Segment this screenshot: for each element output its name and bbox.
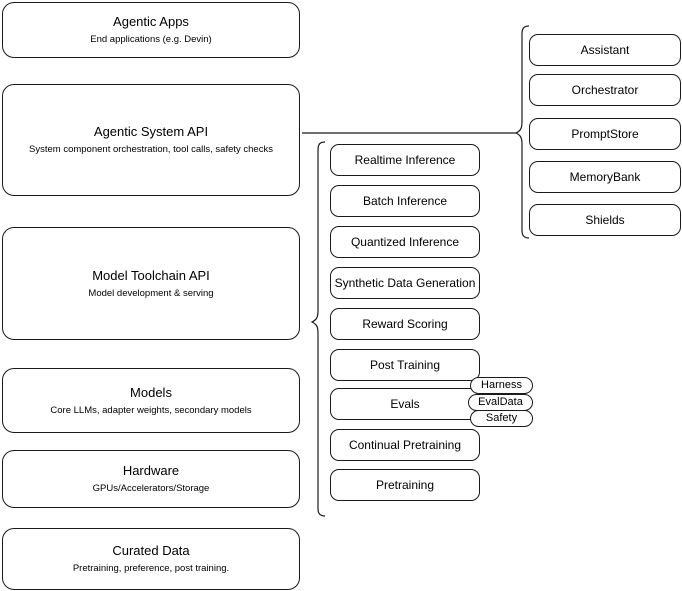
pill-label: Safety bbox=[485, 412, 518, 424]
pill-label: Synthetic Data Generation bbox=[334, 276, 476, 290]
toolchain-pill-post-training[interactable]: Post Training bbox=[330, 349, 480, 381]
pill-label: Evals bbox=[390, 397, 420, 411]
system-pill-promptstore[interactable]: PromptStore bbox=[529, 118, 681, 150]
pill-label: Pretraining bbox=[375, 478, 435, 492]
pill-label: Reward Scoring bbox=[362, 317, 448, 331]
pill-label: PromptStore bbox=[571, 127, 639, 141]
layer-title: Models bbox=[130, 384, 172, 400]
toolchain-pill-quantized-inference[interactable]: Quantized Inference bbox=[330, 226, 480, 258]
toolchain-pill-pretraining[interactable]: Pretraining bbox=[330, 469, 480, 501]
layer-title: Agentic Apps bbox=[113, 14, 189, 29]
toolchain-pill-reward-scoring[interactable]: Reward Scoring bbox=[330, 308, 480, 340]
layer-subtitle: GPUs/Accelerators/Storage bbox=[92, 483, 210, 494]
layer-title: Hardware bbox=[122, 463, 180, 478]
layer-subtitle: System component orchestration, tool cal… bbox=[29, 144, 273, 155]
layer-box-agentic-system-api[interactable]: Agentic System API System component orch… bbox=[2, 84, 300, 196]
layer-subtitle: Model development & serving bbox=[88, 287, 214, 299]
system-pill-assistant[interactable]: Assistant bbox=[529, 34, 681, 66]
system-pill-orchestrator[interactable]: Orchestrator bbox=[529, 74, 681, 106]
layer-title: Model Toolchain API bbox=[92, 267, 210, 283]
pill-label: Continual Pretraining bbox=[348, 438, 462, 452]
pill-label: Harness bbox=[481, 379, 522, 391]
pill-label: Realtime Inference bbox=[354, 153, 456, 167]
pill-label: Shields bbox=[585, 213, 625, 227]
system-pill-shields[interactable]: Shields bbox=[529, 204, 681, 236]
toolchain-pill-continual-pretraining[interactable]: Continual Pretraining bbox=[330, 429, 480, 461]
layer-box-agentic-apps[interactable]: Agentic Apps End applications (e.g. Devi… bbox=[2, 2, 300, 58]
evals-subpill-harness[interactable]: Harness bbox=[470, 377, 533, 394]
pill-label: Quantized Inference bbox=[350, 235, 460, 249]
layer-box-models[interactable]: Models Core LLMs, adapter weights, secon… bbox=[2, 368, 300, 433]
layer-title: Curated Data bbox=[112, 543, 190, 558]
layer-box-model-toolchain-api[interactable]: Model Toolchain API Model development & … bbox=[2, 227, 300, 340]
pill-label: Orchestrator bbox=[571, 83, 639, 97]
toolchain-pill-synthetic-data-generation[interactable]: Synthetic Data Generation bbox=[330, 267, 480, 299]
brace-system-components bbox=[514, 25, 530, 239]
evals-subpill-evaldata[interactable]: EvalData bbox=[468, 394, 533, 411]
evals-subpill-safety[interactable]: Safety bbox=[470, 410, 533, 427]
layer-title: Agentic System API bbox=[93, 124, 209, 139]
pill-label: Batch Inference bbox=[362, 194, 448, 208]
layer-subtitle: End applications (e.g. Devin) bbox=[90, 34, 212, 45]
layer-subtitle: Core LLMs, adapter weights, secondary mo… bbox=[50, 404, 252, 416]
brace-toolchain-components bbox=[310, 141, 326, 517]
layer-box-hardware[interactable]: Hardware GPUs/Accelerators/Storage bbox=[2, 450, 300, 508]
pill-label: EvalData bbox=[478, 396, 523, 408]
layer-subtitle: Pretraining, preference, post training. bbox=[72, 563, 230, 574]
pill-label: MemoryBank bbox=[569, 170, 641, 184]
layer-box-curated-data[interactable]: Curated Data Pretraining, preference, po… bbox=[2, 528, 300, 590]
toolchain-pill-realtime-inference[interactable]: Realtime Inference bbox=[330, 144, 480, 176]
system-pill-memorybank[interactable]: MemoryBank bbox=[529, 161, 681, 193]
pill-label: Post Training bbox=[369, 358, 441, 372]
toolchain-pill-batch-inference[interactable]: Batch Inference bbox=[330, 185, 480, 217]
pill-label: Assistant bbox=[580, 43, 630, 57]
toolchain-pill-evals[interactable]: Evals bbox=[330, 388, 480, 420]
